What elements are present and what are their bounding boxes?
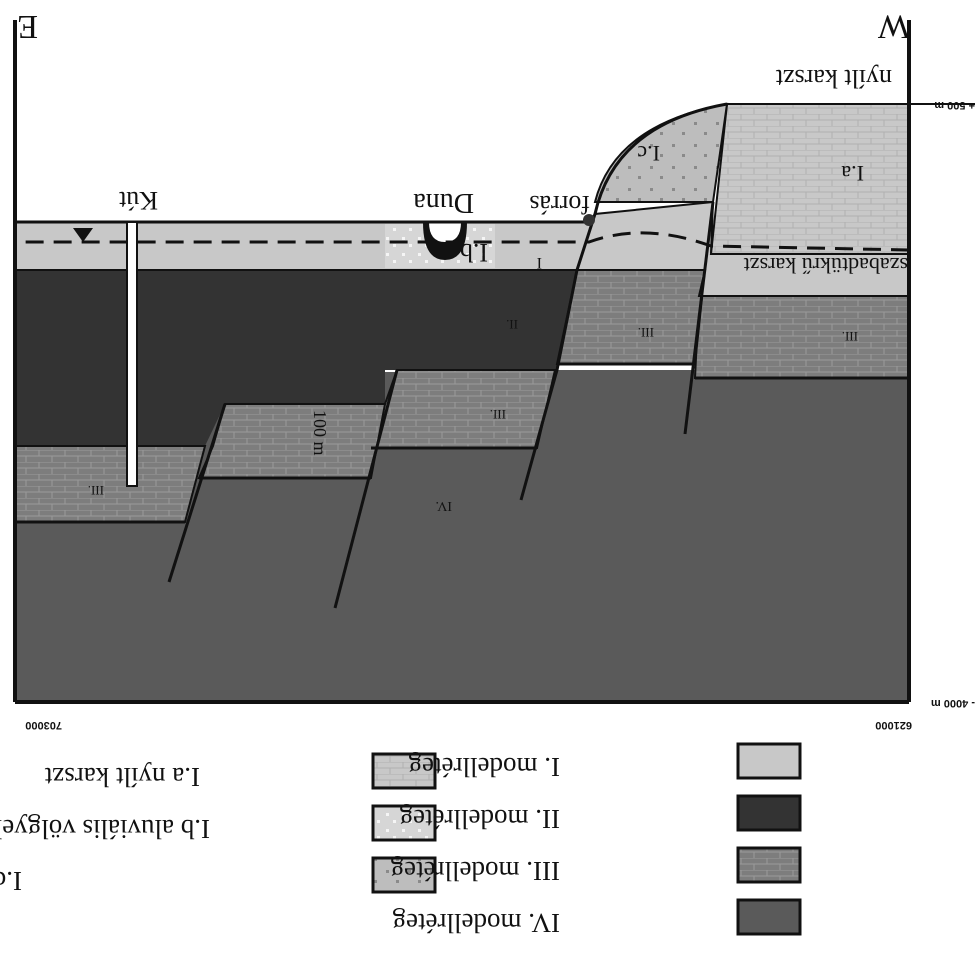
label-forras: forrás: [529, 190, 590, 219]
legend-swatch-ic: [371, 856, 437, 894]
legend-label-iv: IV. modellréteg: [393, 908, 560, 938]
label-kut: Kút: [118, 186, 158, 215]
label-iii-2: III.: [638, 325, 654, 340]
label-ii: II.: [506, 317, 518, 332]
water-level-marker: [73, 228, 93, 242]
layer-iii-2: [555, 269, 707, 365]
y-bottom-tick: + 500 m: [934, 99, 975, 111]
label-ib: I.b: [460, 238, 488, 267]
legend-labels: IV. modellréteg III. modellréteg II. mod…: [0, 752, 560, 938]
legend: [371, 742, 802, 936]
label-iv: IV.: [436, 498, 452, 513]
legend-label-ic: I.c domboldalak mállott zónája: [0, 866, 22, 896]
legend-swatch-ib: [371, 804, 437, 842]
legend-label-ia: I.a nyílt karszt: [44, 762, 200, 792]
water-table: [15, 231, 910, 252]
zone-ia: [709, 103, 910, 255]
x-right-tick: 703000: [25, 719, 62, 731]
legend-label-i: I. modellréteg: [409, 752, 560, 782]
layer-iii-3: [369, 369, 557, 449]
layer-iii-5: [14, 445, 207, 523]
layer-iii-1: [693, 295, 910, 379]
layer-iii-4: [197, 403, 387, 479]
label-ia: I.a: [841, 161, 864, 186]
legend-swatch-ii: [736, 794, 802, 832]
label-iii-1: III.: [842, 329, 858, 344]
label-i: I: [537, 254, 542, 271]
section-labels: IV. III. III. III. III. II. I 100 m I.a …: [88, 64, 908, 513]
zone-ic: [593, 102, 729, 203]
y-top-tick: - 4000 m: [931, 697, 975, 709]
label-nyilt: nyílt karszt: [775, 64, 892, 93]
label-ic: I.c: [637, 141, 660, 166]
label-szabad: szabadtükrű karszt: [744, 253, 908, 278]
legend-label-ii: II. modellréteg: [400, 804, 560, 834]
label-scale: 100 m: [310, 410, 330, 456]
east-label: E: [17, 8, 38, 45]
spring-point: [583, 214, 595, 226]
axis-labels: 621000 703000 - 4000 m + 500 m W E: [17, 8, 975, 731]
section-frame: [13, 20, 975, 704]
fault-lines: [167, 102, 728, 609]
label-iii-3: III.: [490, 407, 506, 422]
legend-swatch-i: [736, 742, 802, 780]
label-iii-4: III.: [88, 483, 104, 498]
west-label: W: [877, 8, 910, 45]
legend-swatch-ia: [371, 752, 437, 790]
well: [126, 221, 138, 487]
legend-swatch-iv: [736, 898, 802, 936]
label-duna: Duna: [413, 187, 474, 218]
x-left-tick: 621000: [875, 719, 912, 731]
legend-label-ib: I.b aluviális völgyek: [0, 814, 210, 844]
legend-swatch-iii: [736, 846, 802, 884]
layer-ii: [15, 270, 577, 446]
legend-label-iii: III. modellréteg: [391, 856, 560, 886]
